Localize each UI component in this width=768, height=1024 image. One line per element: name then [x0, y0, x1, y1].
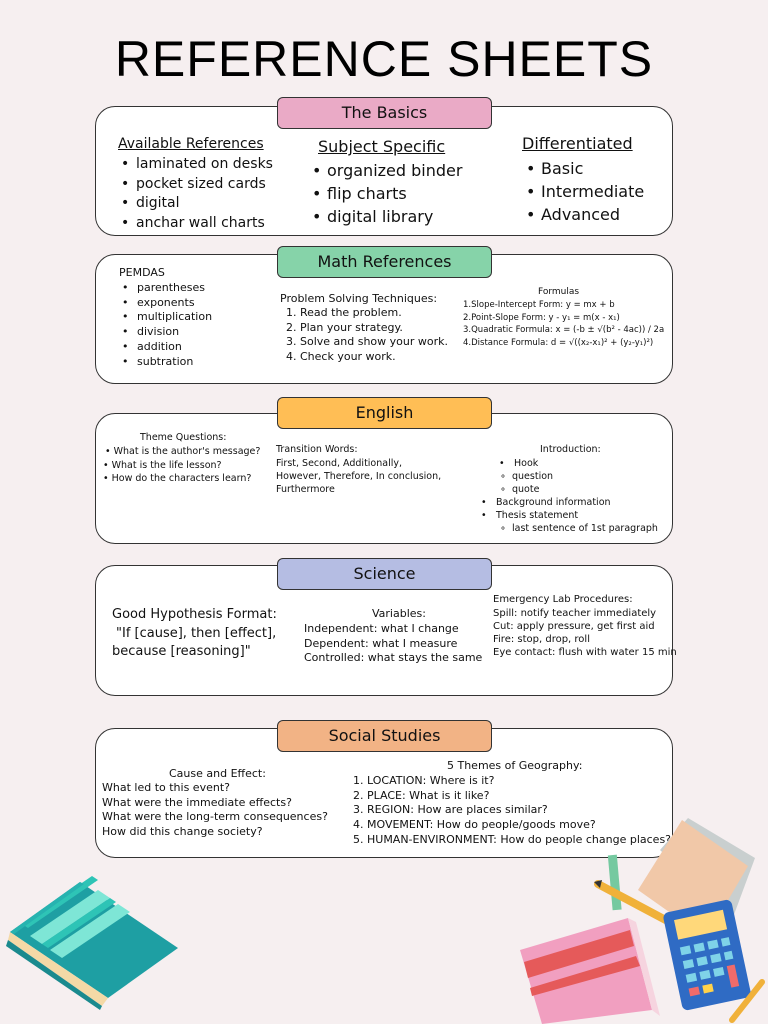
cause-lines: What led to this event? What were the im… [102, 781, 328, 840]
list-item: Intermediate [523, 180, 644, 203]
list-item: • What is the life lesson? [103, 459, 222, 471]
list-item: 3.Quadratic Formula: x = (-b ± √(b² - 4a… [463, 325, 665, 336]
text-line: 4. MOVEMENT: How do people/goods move? [353, 818, 596, 832]
differentiated-title: Differentiated [522, 134, 633, 153]
theme-title: Theme Questions: [140, 432, 227, 443]
pemdas-list: parentheses exponents multiplication div… [119, 281, 212, 369]
formulas-title: Formulas [538, 287, 580, 297]
variables-title: Variables: [372, 607, 426, 620]
geo-title: 5 Themes of Geography: [447, 759, 583, 772]
list-item: 2. Plan your strategy. [286, 320, 403, 334]
list-item: 2.Point-Slope Form: y - y₁ = m(x - x₁) [463, 312, 620, 323]
text-line: What led to this event? [102, 781, 230, 794]
list-item: Thesis statement [478, 509, 658, 522]
differentiated-list: Basic Intermediate Advanced [523, 157, 644, 226]
basics-heading: The Basics [277, 97, 492, 129]
text-line: Fire: stop, drop, roll [493, 634, 590, 645]
text-line: Spill: notify teacher immediately [493, 608, 657, 619]
intro-list: Hook question quote Background informati… [481, 457, 658, 535]
cause-title: Cause and Effect: [169, 767, 266, 780]
stationery-illustration [520, 818, 765, 1024]
list-item: Hook [496, 457, 658, 470]
list-item: pocket sized cards [118, 175, 273, 195]
page-title: REFERENCE SHEETS [114, 31, 654, 87]
science-heading: Science [277, 558, 492, 590]
variables-lines: Independent: what I change Dependent: wh… [304, 622, 482, 666]
problem-title: Problem Solving Techniques: [280, 292, 438, 305]
list-item: Background information [478, 496, 658, 509]
list-item: Advanced [523, 203, 644, 226]
subject-title: Subject Specific [318, 137, 446, 156]
list-item: division [119, 325, 212, 340]
pemdas-title: PEMDAS [119, 266, 165, 279]
formulas-list: 1.Slope-Intercept Form: y = mx + b 2.Poi… [463, 299, 664, 350]
list-item: digital [118, 194, 273, 214]
list-item: 1.Slope-Intercept Form: y = mx + b [463, 300, 615, 310]
english-heading: English [277, 397, 492, 429]
text-line: Furthermore [276, 484, 335, 495]
list-item: multiplication [119, 310, 212, 325]
text-line: 5. HUMAN-ENVIRONMENT: How do people chan… [353, 832, 672, 846]
list-item: Basic [523, 157, 644, 180]
text-line: Controlled: what stays the same [304, 651, 483, 665]
list-item: subtration [119, 355, 212, 370]
text-line: What were the long-term consequences? [102, 810, 328, 824]
text-line: Eye contact: flush with water 15 min [493, 647, 677, 658]
text-line: What were the immediate effects? [102, 795, 292, 809]
text-line: 3. REGION: How are places similar? [353, 803, 548, 817]
lab-lines: Spill: notify teacher immediately Cut: a… [493, 607, 677, 659]
available-list: laminated on desks pocket sized cards di… [118, 155, 273, 233]
lab-title: Emergency Lab Procedures: [493, 594, 633, 605]
list-item: 3. Solve and show your work. [286, 335, 448, 349]
list-item: • What is the author's message? [105, 446, 261, 457]
text-line: However, Therefore, In conclusion, [276, 471, 442, 482]
text-line: 1. LOCATION: Where is it? [353, 774, 495, 787]
text-line: Cut: apply pressure, get first aid [493, 621, 655, 632]
list-item: exponents [119, 296, 212, 311]
math-heading: Math References [277, 246, 492, 278]
text-line: How did this change society? [102, 825, 263, 839]
theme-list: • What is the author's message? • What i… [103, 445, 260, 486]
list-item: organized binder [309, 159, 462, 182]
intro-title: Introduction: [540, 444, 601, 455]
social-heading: Social Studies [277, 720, 492, 752]
transition-title: Transition Words: [276, 444, 358, 455]
problem-list: 1. Read the problem. 2. Plan your strate… [286, 306, 448, 365]
text-line: because [reasoning]" [112, 644, 251, 659]
hypothesis-title: Good Hypothesis Format: [112, 607, 277, 622]
text-line: "If [cause], then [effect], [116, 626, 277, 641]
list-item: addition [119, 340, 212, 355]
list-item: • How do the characters learn? [103, 473, 252, 484]
list-item: laminated on desks [118, 155, 273, 175]
hypothesis-lines: "If [cause], then [effect], because [rea… [112, 625, 276, 661]
text-line: First, Second, Additionally, [276, 458, 403, 469]
transition-lines: First, Second, Additionally, However, Th… [276, 457, 441, 496]
list-item: quote [496, 483, 658, 496]
list-item: 4. Check your work. [286, 350, 396, 364]
list-item: flip charts [309, 182, 462, 205]
list-item: anchar wall charts [118, 214, 273, 234]
text-line: Dependent: what I measure [304, 636, 458, 650]
list-item: 1. Read the problem. [286, 306, 402, 319]
list-item: last sentence of 1st paragraph [496, 522, 658, 535]
text-line: Independent: what I change [304, 622, 459, 635]
list-item: digital library [309, 205, 462, 228]
list-item: question [496, 470, 658, 483]
text-line: 2. PLACE: What is it like? [353, 788, 490, 802]
teal-book-illustration [6, 876, 178, 1010]
list-item: parentheses [119, 281, 212, 296]
geo-lines: 1. LOCATION: Where is it? 2. PLACE: What… [353, 774, 671, 848]
list-item: 4.Distance Formula: d = √((x₂-x₁)² + (y₂… [463, 338, 654, 349]
available-title: Available References [118, 136, 264, 152]
subject-list: organized binder flip charts digital lib… [309, 159, 462, 228]
